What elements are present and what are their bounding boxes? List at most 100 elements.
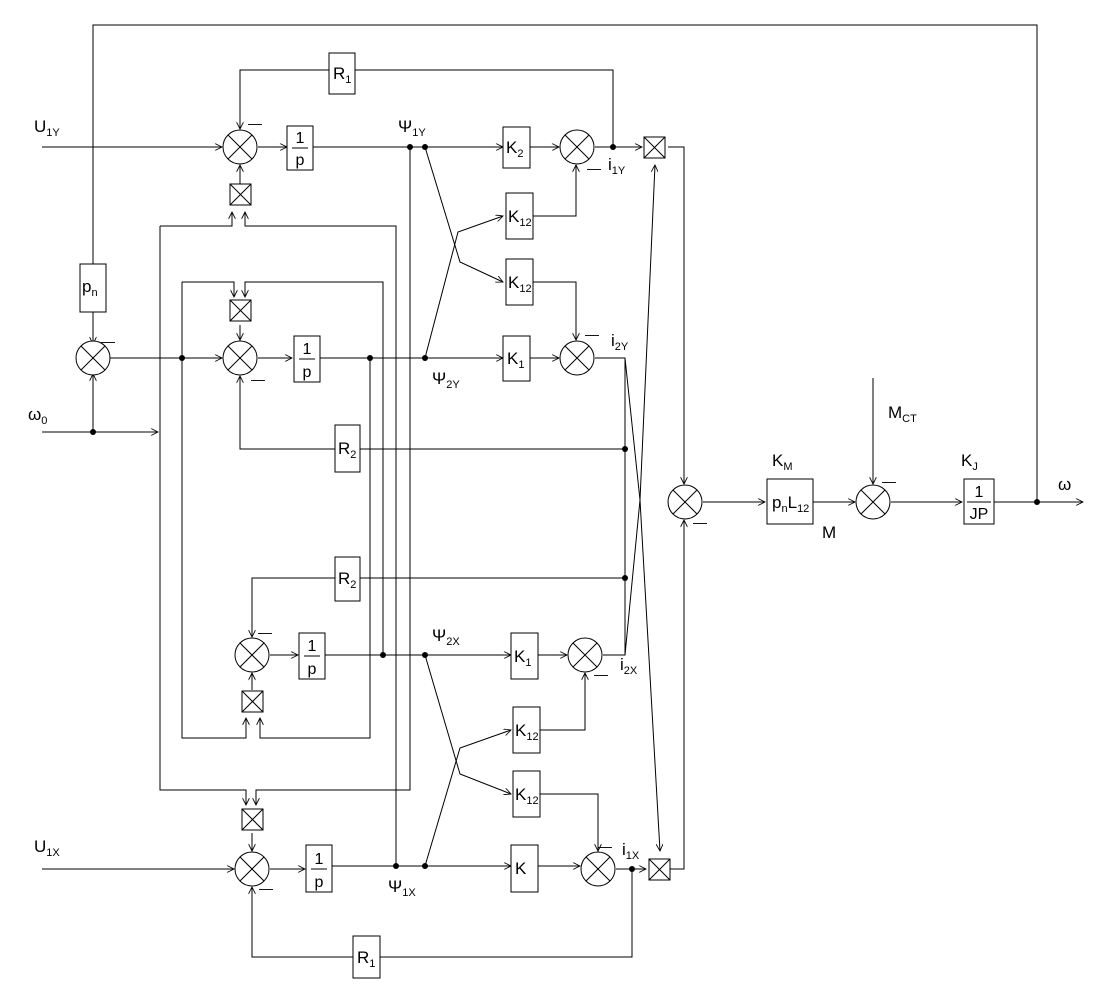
svg-text:K1: K1 (514, 647, 531, 669)
minus-sign: — (585, 326, 599, 342)
integrator-2x: 1 p (298, 632, 326, 680)
summing-junctions (75, 129, 891, 887)
i1x-feedback-line (380, 869, 633, 958)
junction-dot (422, 863, 428, 869)
svg-text:R1: R1 (357, 948, 375, 970)
svg-text:K: K (515, 859, 527, 878)
omega-feedback-line (92, 24, 1038, 502)
i2y-line (595, 357, 626, 578)
sum-i2x (567, 637, 603, 673)
signal-labels: U1Y U1X ω0 ω Ψ1Y Ψ2Y Ψ2X Ψ1X i1Y i2Y i2X… (28, 117, 1071, 899)
svg-text:K12: K12 (515, 721, 539, 743)
label-i1y: i1Y (608, 155, 626, 177)
psi1x-to-mul1y (245, 212, 397, 866)
k12d-to-sum1x-line (540, 793, 598, 851)
minus-signs: — — — — — — — — — — — (101, 115, 896, 896)
junction-dot (422, 652, 428, 658)
label-i2y: i2Y (611, 331, 629, 353)
block-k2: K2 (502, 126, 531, 169)
multiplier-2y (229, 299, 252, 322)
sum-1y (222, 129, 258, 165)
label-psi1y: Ψ1Y (398, 117, 426, 139)
junction-dot (367, 355, 373, 361)
sum-i2y (559, 340, 595, 376)
k12b-to-sum2y-line (533, 281, 576, 340)
sum-i1y (559, 129, 595, 165)
junction-dot (407, 144, 413, 150)
integrator-blocks: 1 p 1 p 1 p 1 p pnL12 1 (286, 125, 995, 893)
block-r1-bottom: R1 (352, 935, 381, 979)
outer-omega-to-mul1y (160, 212, 232, 227)
r1-top-to-sum-line (240, 69, 329, 129)
k12a-to-sum1y-line (533, 165, 576, 217)
label-omega0: ω0 (28, 405, 47, 427)
block-torque-constant: pnL12 (766, 478, 814, 525)
minus-sign: — (882, 473, 896, 489)
block-k12-a: K12 (505, 192, 534, 240)
label-psi1x: Ψ1X (388, 877, 416, 899)
junction-dot (622, 575, 628, 581)
svg-text:K12: K12 (508, 207, 532, 229)
inner-omega-bus (181, 282, 246, 739)
block-r2-upper: R2 (334, 424, 361, 473)
junction-dot (1034, 499, 1040, 505)
multiplier-blocks (229, 136, 671, 881)
multiplier-2x (241, 690, 264, 713)
svg-text:R1: R1 (333, 64, 351, 86)
junction-dot (610, 144, 616, 150)
multiplier-torque-bottom (648, 858, 671, 881)
minus-sign: — (258, 624, 272, 640)
minus-sign: — (594, 666, 608, 682)
block-inertia: 1 JP (963, 478, 995, 525)
svg-text:1: 1 (308, 638, 317, 655)
block-k1-lower: K1 (510, 632, 539, 680)
gain-blocks: R1 K2 K12 K12 K1 R2 R2 K1 (79, 52, 541, 979)
k12c-to-sum2x-line (540, 673, 585, 731)
sum-torque (667, 484, 703, 520)
mul-top-to-sum-line (668, 146, 684, 484)
minus-sign: — (259, 880, 273, 896)
multiplier-torque-top (643, 136, 666, 159)
psi2x-to-k12d-line (424, 654, 511, 794)
svg-text:1: 1 (315, 851, 324, 868)
multiplier-1x (241, 808, 264, 831)
svg-text:JP: JP (970, 506, 989, 523)
svg-text:K12: K12 (515, 785, 539, 807)
r1-bottom-to-sum-line (252, 887, 353, 958)
junction-dot (622, 446, 628, 452)
label-omega: ω (1058, 475, 1071, 494)
mul-bottom-to-sum-line (668, 520, 684, 870)
block-k: K (510, 844, 539, 893)
sum-load (855, 484, 891, 520)
svg-text:R2: R2 (338, 569, 356, 591)
r2-upper-to-sum-line (240, 376, 335, 450)
svg-text:1: 1 (296, 130, 305, 147)
sum-i1x (580, 851, 616, 887)
i2x-to-mul-top-line (624, 165, 655, 656)
integrator-1y: 1 p (286, 125, 314, 171)
minus-sign: — (587, 160, 601, 176)
sum-1x (234, 851, 270, 887)
label-u1y: U1Y (34, 117, 60, 139)
psi2y-to-k12a-line (424, 216, 503, 359)
integrator-1x: 1 p (305, 844, 333, 893)
label-psi2y: Ψ2Y (432, 369, 460, 391)
psi2y-to-mul2x (260, 358, 371, 739)
svg-text:p: p (296, 152, 305, 169)
svg-text:p: p (315, 874, 324, 891)
junction-dot (179, 355, 185, 361)
outer-omega-bus (159, 226, 246, 805)
junction-dot (380, 652, 386, 658)
psi2x-to-mul2y (245, 281, 384, 655)
label-i1x: i1X (622, 840, 640, 862)
label-kj: KJ (961, 451, 978, 473)
block-r2-lower: R2 (334, 556, 361, 602)
label-mct: MCT (888, 403, 917, 425)
psi1x-to-k12c-line (424, 730, 511, 867)
i2x-line (603, 578, 626, 656)
psi1y-to-mul1x (256, 147, 411, 805)
sum-2x (234, 637, 270, 673)
psi1y-to-k12b-line (424, 146, 503, 282)
junction-dot (629, 866, 635, 872)
